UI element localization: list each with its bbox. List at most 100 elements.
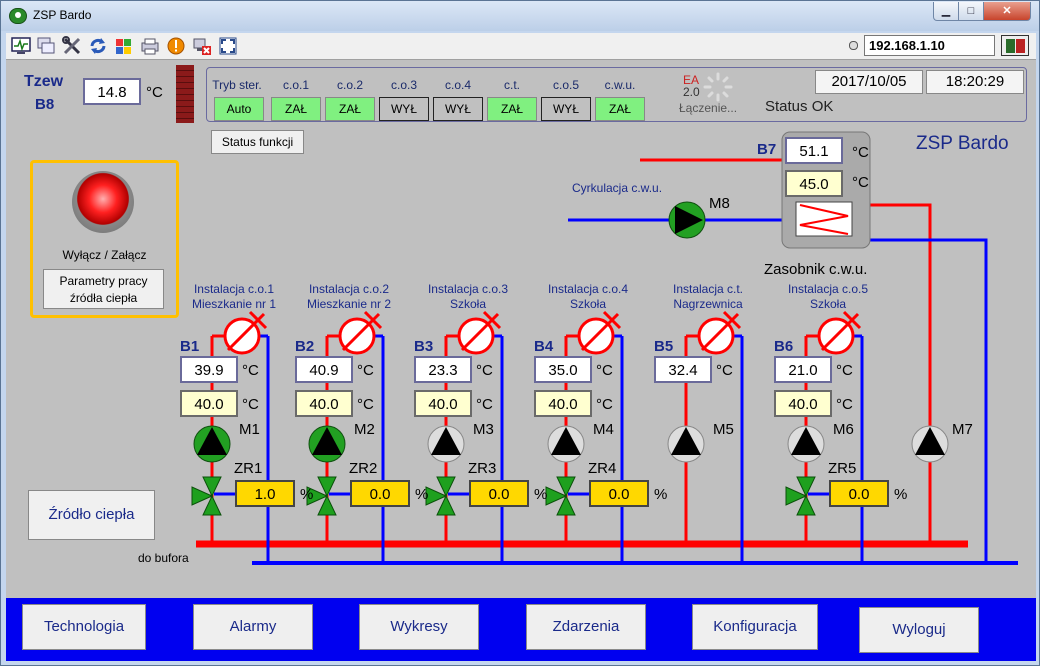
tzew-value: 14.8 [83, 78, 141, 105]
nav-zdarzenia[interactable]: Zdarzenia [526, 604, 646, 650]
tank-coil [799, 204, 849, 235]
sensor-b6-setpoint[interactable]: 40.0 [774, 390, 832, 417]
circuit-state-4[interactable]: WYŁ [433, 97, 483, 121]
monitor-icon[interactable] [11, 36, 31, 56]
ip-radio-icon[interactable] [849, 41, 858, 50]
nav-technologia[interactable]: Technologia [22, 604, 146, 650]
source-params-button[interactable]: Parametry pracy źródła ciepła [43, 269, 164, 309]
valve-zr4-value[interactable]: 0.0 [589, 480, 649, 507]
sensor-b2-temp-unit: °C [357, 362, 374, 379]
valve-zr1-icon-body [191, 476, 222, 516]
pump-m2-label: M2 [354, 421, 375, 438]
circuit-header-5: c.t. [503, 78, 520, 92]
sensor-b2-setpoint[interactable]: 40.0 [295, 390, 353, 417]
circuit-6-subtitle: Szkoła [809, 297, 847, 311]
fullscreen-icon[interactable] [218, 36, 238, 56]
pump-m6-icon[interactable] [787, 425, 825, 463]
disconnect-icon[interactable] [192, 36, 212, 56]
tank-exchanger [795, 201, 853, 237]
circuit-4-subtitle: Szkoła [569, 297, 607, 311]
ip-address-field[interactable]: 192.168.1.10 [864, 35, 995, 56]
circuit-state-3[interactable]: WYŁ [379, 97, 429, 121]
heater-5-icon-tick [722, 310, 742, 330]
heater-1-icon [223, 310, 268, 355]
sensor-b1-temp-unit: °C [242, 362, 259, 379]
valve-zr6-icon[interactable] [785, 476, 816, 516]
sensor-b4-label: B4 [534, 338, 554, 355]
sensor-b3-setpoint[interactable]: 40.0 [414, 390, 472, 417]
circuit-state-1[interactable]: ZAŁ [271, 97, 321, 121]
flag-icon[interactable] [114, 36, 134, 56]
circuit-state-6[interactable]: WYŁ [541, 97, 591, 121]
valve-zr2-icon[interactable] [306, 476, 337, 516]
m7-label: M7 [952, 421, 973, 438]
maximize-button[interactable]: □ [958, 2, 984, 21]
valve-zr3-icon[interactable] [425, 476, 456, 516]
refresh-icon[interactable] [88, 36, 108, 56]
valve-zr4-label: ZR4 [588, 460, 617, 477]
nav-alarmy[interactable]: Alarmy [193, 604, 313, 650]
valve-zr6-value[interactable]: 0.0 [829, 480, 889, 507]
circuit-4-title: Instalacja c.o.4 [547, 282, 629, 296]
circuit-state-7[interactable]: ZAŁ [595, 97, 645, 121]
pump-m4-icon[interactable] [547, 425, 585, 463]
windows-icon[interactable] [36, 36, 56, 56]
heat-source-button[interactable]: Źródło ciepła [28, 490, 155, 540]
connecting-text: Łączenie... [679, 101, 738, 115]
pump-m6-icon-arrow [791, 427, 821, 455]
nav-wyloguj[interactable]: Wyloguj [859, 607, 979, 653]
mode-value[interactable]: Auto [214, 97, 264, 121]
valve-zr1-icon[interactable] [191, 476, 222, 516]
pump-m5-label: M5 [713, 421, 734, 438]
pump-m7-icon[interactable] [911, 425, 949, 463]
date-display: 2017/10/05 [815, 70, 923, 94]
heat-source-panel: Wyłącz / Załącz Parametry pracy źródła c… [30, 160, 179, 318]
sensor-b6-temp-unit: °C [836, 362, 853, 379]
tank-label: Zasobnik c.w.u. [764, 261, 868, 278]
language-flag-icon[interactable] [1001, 35, 1029, 56]
circuit-state-2[interactable]: ZAŁ [325, 97, 375, 121]
nav-wykresy[interactable]: Wykresy [359, 604, 479, 650]
valve-zr3-unit: % [534, 486, 548, 503]
valve-zr3-value[interactable]: 0.0 [469, 480, 529, 507]
pump-m3-icon[interactable] [427, 425, 465, 463]
pump-m8-icon[interactable] [668, 201, 706, 239]
valve-zr1-value[interactable]: 1.0 [235, 480, 295, 507]
heater-6-icon [817, 310, 862, 355]
minimize-button[interactable]: ▁ [933, 2, 959, 21]
buffer-label: do bufora [138, 551, 189, 565]
printer-icon[interactable] [140, 36, 160, 56]
nav-konfiguracja[interactable]: Konfiguracja [692, 604, 818, 650]
circuit-1-title: Instalacja c.o.1 [193, 282, 275, 296]
circuit-6-title: Instalacja c.o.5 [787, 282, 869, 296]
sensor-b1-setpoint[interactable]: 40.0 [180, 390, 238, 417]
sensor-b4-setpoint[interactable]: 40.0 [534, 390, 592, 417]
m8-label: M8 [709, 195, 730, 212]
pump-m2-icon[interactable] [308, 425, 346, 463]
status-funkcji-button[interactable]: Status funkcji [211, 130, 304, 154]
tools-icon[interactable] [62, 36, 82, 56]
valve-zr2-unit: % [415, 486, 429, 503]
heater-5-icon [697, 310, 742, 355]
circuit-2-title: Instalacja c.o.2 [308, 282, 390, 296]
valve-zr2-value[interactable]: 0.0 [350, 480, 410, 507]
b7-setpoint[interactable]: 45.0 [785, 170, 843, 197]
valve-zr4-icon[interactable] [545, 476, 576, 516]
sensor-b2-setpoint-unit: °C [357, 396, 374, 413]
pump-m1-icon[interactable] [193, 425, 231, 463]
b7-temp-unit: °C [852, 144, 869, 161]
ea-logo: EA [683, 73, 700, 87]
b7-label: B7 [757, 141, 777, 158]
power-toggle-button[interactable] [72, 171, 134, 233]
sensor-b4-temp: 35.0 [534, 356, 592, 383]
pump-m5-icon[interactable] [667, 425, 705, 463]
circuit-1-subtitle: Mieszkanie nr 1 [191, 297, 277, 311]
pump-m6-label: M6 [833, 421, 854, 438]
valve-zr2-label: ZR2 [349, 460, 378, 477]
pump-m8-arrow [675, 206, 703, 234]
circuit-state-5[interactable]: ZAŁ [487, 97, 537, 121]
pump-m4-icon-arrow [551, 427, 581, 455]
sensor-b3-temp: 23.3 [414, 356, 472, 383]
warning-icon[interactable] [166, 36, 186, 56]
close-button[interactable]: ✕ [983, 2, 1031, 21]
